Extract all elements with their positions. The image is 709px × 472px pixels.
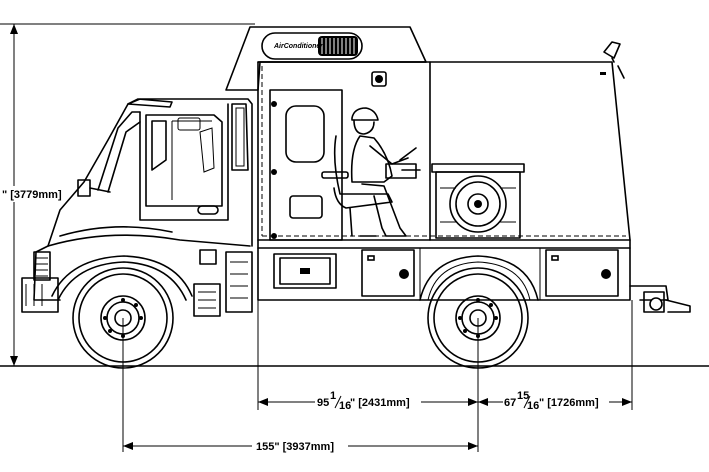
equipment-console [431,163,525,239]
truck-cab [21,98,253,317]
height-dimension-label: " [3779mm] [2,189,62,201]
overhang-dimension-whole: 67 [504,397,516,409]
rooftop-ac-brand-label: AirConditioner [273,43,324,50]
rooftop-ac-unit: AirConditioner [261,32,363,60]
overhang-dimension-frac: 15 [517,390,529,402]
wheelbase-dimension-frac: 1 [330,390,336,402]
service-body [225,26,631,301]
storage-compartments [273,249,619,297]
wheelbase-dimension-whole: 95 [317,397,329,409]
overhang-dimension-mm: " [1726mm] [539,397,599,409]
service-body-door [269,89,343,241]
wheelbase-dimension-mm: " [2431mm] [350,397,410,409]
overhang-dimension-den: 16 [527,400,539,412]
wheelbase-dimension-den: 16 [339,400,351,412]
rear-hitch [629,285,691,313]
height-dimension: " [3779mm] [0,23,255,366]
length-dimensions: 95 1 16 " [2431mm] 67 15 16 " [1726mm] 1… [122,300,633,454]
operator-figure [321,107,421,237]
total-length-dimension-label: 155" [3937mm] [256,441,334,453]
